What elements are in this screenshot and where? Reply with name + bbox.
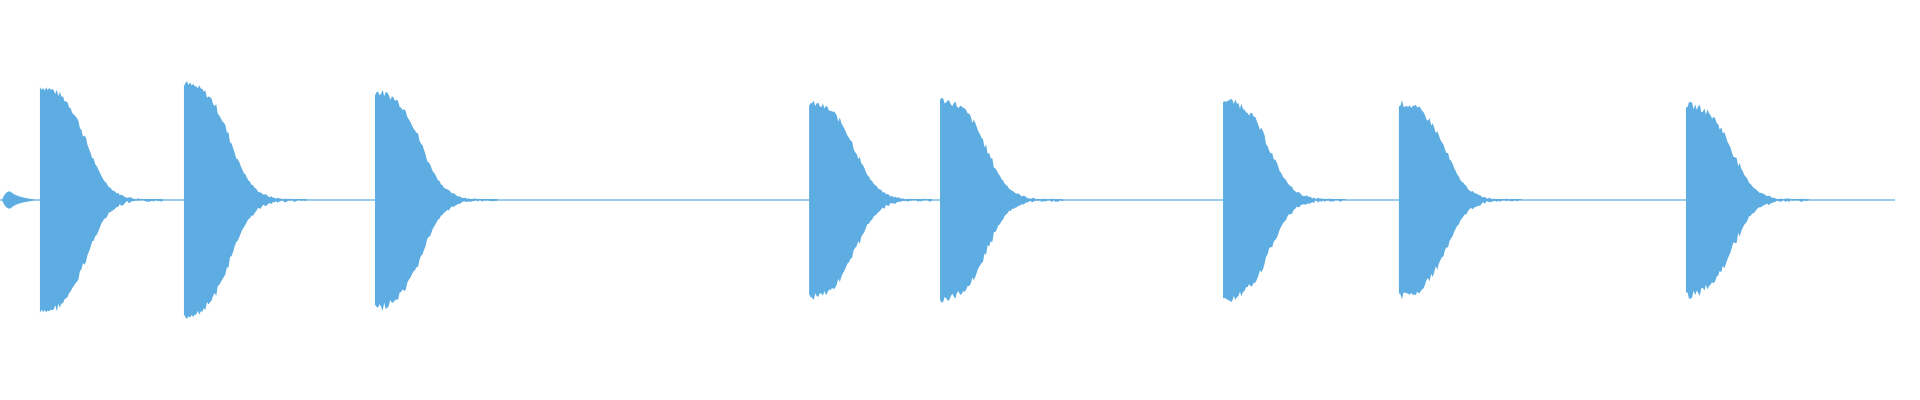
waveform-hit bbox=[1398, 95, 1522, 305]
waveform-hit bbox=[940, 92, 1063, 308]
waveform-hit bbox=[39, 79, 163, 321]
waveform-hits bbox=[1, 75, 1809, 325]
waveform-hit bbox=[809, 95, 932, 305]
lead-in-blip bbox=[1, 191, 40, 209]
waveform-hit bbox=[183, 75, 307, 325]
waveform-hit bbox=[1685, 97, 1809, 303]
waveform-hit bbox=[374, 84, 498, 316]
waveform-hit bbox=[1223, 92, 1346, 308]
